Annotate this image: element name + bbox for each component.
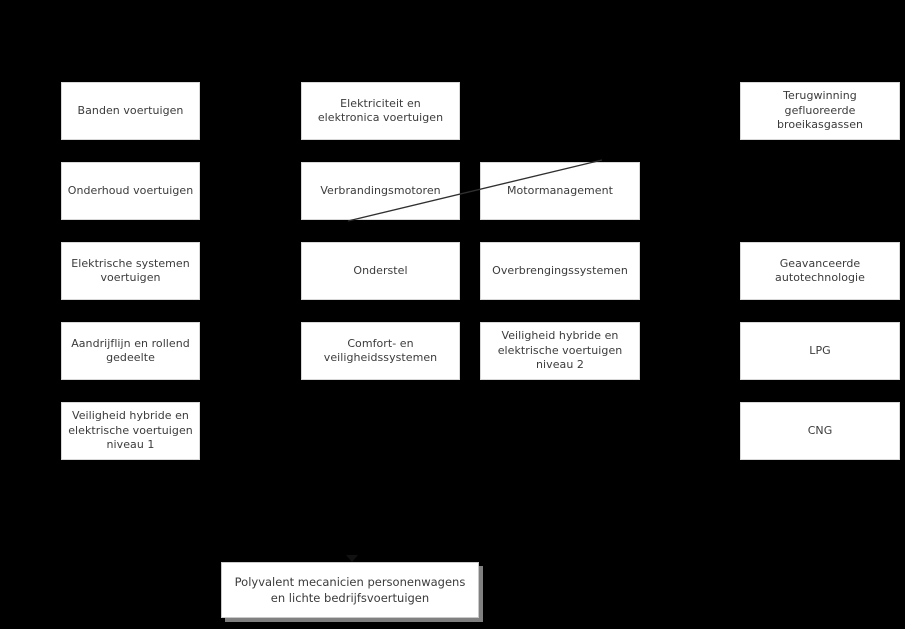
node-geavanceerde-autotechnologie[interactable]: Geavanceerde autotechnologie <box>740 242 900 300</box>
node-cng[interactable]: CNG <box>740 402 900 460</box>
node-veiligheid-hybride-elektrische-voertuigen-niveau-1[interactable]: Veiligheid hybride en elektrische voertu… <box>61 402 200 460</box>
node-verbrandingsmotoren[interactable]: Verbrandingsmotoren <box>301 162 460 220</box>
node-banden-voertuigen[interactable]: Banden voertuigen <box>61 82 200 140</box>
node-terugwinning-gefluoreerde-broeikasgassen[interactable]: Terugwinning gefluoreerde broeikasgassen <box>740 82 900 140</box>
arrow-down-icon <box>346 555 358 562</box>
node-overbrengingssystemen[interactable]: Overbrengingssystemen <box>480 242 640 300</box>
node-elektrische-systemen-voertuigen[interactable]: Elektrische systemen voertuigen <box>61 242 200 300</box>
node-comfort-en-veiligheidssystemen[interactable]: Comfort- en veiligheidssystemen <box>301 322 460 380</box>
node-lpg[interactable]: LPG <box>740 322 900 380</box>
node-onderhoud-voertuigen[interactable]: Onderhoud voertuigen <box>61 162 200 220</box>
root-node-polyvalent-mecanicien[interactable]: Polyvalent mecanicien personenwagens en … <box>221 562 479 618</box>
node-onderstel[interactable]: Onderstel <box>301 242 460 300</box>
node-elektriciteit-en-elektronica-voertuigen[interactable]: Elektriciteit en elektronica voertuigen <box>301 82 460 140</box>
node-aandrijflijn-en-rollend-gedeelte[interactable]: Aandrijflijn en rollend gedeelte <box>61 322 200 380</box>
node-veiligheid-hybride-elektrische-voertuigen-niveau-2[interactable]: Veiligheid hybride en elektrische voertu… <box>480 322 640 380</box>
node-motormanagement[interactable]: Motormanagement <box>480 162 640 220</box>
